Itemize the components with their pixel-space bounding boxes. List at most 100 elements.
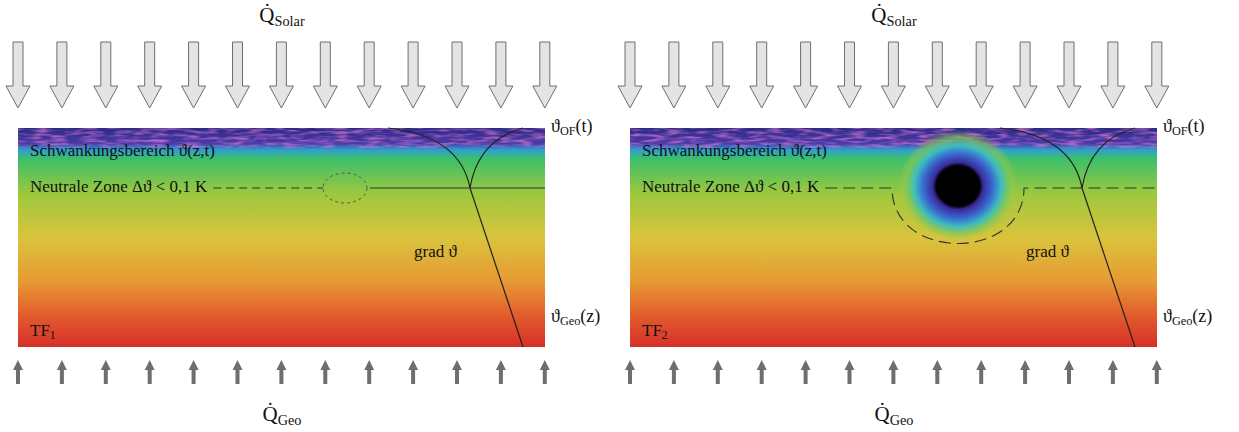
geo-arrow <box>845 360 855 384</box>
solar-arrow <box>226 42 250 108</box>
geo-temp-label: ϑGeo(z) <box>1163 307 1212 329</box>
label-text: TF <box>30 321 50 340</box>
surface-temp-label: ϑOF(t) <box>1163 117 1205 139</box>
neutral-zone-label: Neutrale Zone Δϑ < 0,1 K <box>642 178 819 197</box>
geo-arrow <box>57 360 67 384</box>
subscript: Geo <box>890 412 914 428</box>
fluctuation-zone-label: Schwankungsbereich ϑ(z,t) <box>30 142 215 161</box>
geo-arrow <box>757 360 767 384</box>
fluctuation-zone-label: Schwankungsbereich ϑ(z,t) <box>642 142 827 161</box>
subscript: Solar <box>887 13 917 29</box>
solar-arrow <box>618 42 642 108</box>
collector-pipe <box>937 166 979 204</box>
neutral-zone-line <box>370 187 545 188</box>
geo-arrow <box>976 360 986 384</box>
neutral-zone-label: Neutrale Zone Δϑ < 0,1 K <box>30 178 207 197</box>
solar-arrow <box>269 42 293 108</box>
geo-arrow <box>276 360 286 384</box>
solar-arrow <box>662 42 686 108</box>
label-text: Q̇ <box>259 3 274 27</box>
subscript: Solar <box>275 13 305 29</box>
label-text: ϑ <box>1163 116 1172 136</box>
gradient-line <box>1082 188 1135 347</box>
solar-arrow <box>138 42 162 108</box>
solar-arrow <box>1145 42 1169 108</box>
solar-arrow <box>750 42 774 108</box>
geo-arrow <box>669 360 679 384</box>
solar-arrow <box>1101 42 1125 108</box>
geo-arrow <box>932 360 942 384</box>
solar-arrow <box>182 42 206 108</box>
subscript: Geo <box>560 314 580 328</box>
geo-arrow <box>1152 360 1162 384</box>
geo-arrow <box>1064 360 1074 384</box>
solar-arrow <box>489 42 513 108</box>
label-text: Q̇ <box>871 3 886 27</box>
subscript: Geo <box>278 412 302 428</box>
subscript: OF <box>1172 124 1188 138</box>
label-text: (t) <box>1188 116 1205 136</box>
label-text: grad ϑ <box>1026 242 1069 261</box>
solar-arrow <box>925 42 949 108</box>
solar-arrow <box>969 42 993 108</box>
geo-arrow <box>713 360 723 384</box>
surface-temp-label: ϑOF(t) <box>551 117 593 139</box>
label-text: TF <box>642 321 662 340</box>
subscript: OF <box>560 124 576 138</box>
solar-arrow <box>313 42 337 108</box>
solar-arrow <box>533 42 557 108</box>
subscript: Geo <box>1172 314 1192 328</box>
geo-arrow <box>189 360 199 384</box>
label-text: grad ϑ <box>414 242 457 261</box>
solar-arrow <box>6 42 30 108</box>
gradient-label: grad ϑ <box>1026 243 1069 262</box>
label-text: Neutrale Zone Δϑ < 0,1 K <box>30 177 207 196</box>
solar-arrow <box>1013 42 1037 108</box>
solar-arrow <box>838 42 862 108</box>
geo-arrow <box>320 360 330 384</box>
soil-block <box>18 128 545 347</box>
label-text: Q̇ <box>263 402 278 426</box>
solar-arrow <box>50 42 74 108</box>
envelope-curve <box>1000 128 1082 188</box>
envelope-curve <box>1082 128 1135 188</box>
label-text: (z) <box>1192 306 1212 326</box>
label-text: ϑ <box>551 116 560 136</box>
envelope-curve <box>388 128 470 188</box>
label-text: Q̇ <box>875 402 890 426</box>
solar-arrow <box>794 42 818 108</box>
geo-arrow <box>145 360 155 384</box>
geo-arrow <box>496 360 506 384</box>
geo-arrow <box>1108 360 1118 384</box>
geo-arrow <box>233 360 243 384</box>
geo-arrow <box>452 360 462 384</box>
label-text: Neutrale Zone Δϑ < 0,1 K <box>642 177 819 196</box>
pipe-position <box>323 173 367 203</box>
label-text: ϑ <box>551 306 560 326</box>
solar-arrow <box>94 42 118 108</box>
geo-arrow <box>888 360 898 384</box>
geo-flux-label: Q̇Geo <box>263 403 302 429</box>
subscript: 1 <box>50 329 56 342</box>
geo-arrow <box>408 360 418 384</box>
solar-arrow <box>401 42 425 108</box>
geo-flux-label: Q̇Geo <box>875 403 914 429</box>
field-id-label: TF1 <box>30 322 56 343</box>
geo-arrow <box>364 360 374 384</box>
envelope-curve <box>470 128 523 188</box>
soil-block <box>630 128 1157 347</box>
label-text: (t) <box>576 116 593 136</box>
solar-flux-label: Q̇Solar <box>259 4 304 30</box>
neutral-zone-line <box>213 187 323 188</box>
geo-arrow <box>13 360 23 384</box>
label-text: Schwankungsbereich ϑ(z,t) <box>642 141 827 160</box>
label-text: Schwankungsbereich ϑ(z,t) <box>30 141 215 160</box>
subscript: 2 <box>662 329 668 342</box>
solar-flux-label: Q̇Solar <box>871 4 916 30</box>
solar-arrow <box>445 42 469 108</box>
gradient-line <box>470 188 523 347</box>
solar-arrow <box>1057 42 1081 108</box>
geo-arrow <box>101 360 111 384</box>
geo-temp-label: ϑGeo(z) <box>551 307 600 329</box>
